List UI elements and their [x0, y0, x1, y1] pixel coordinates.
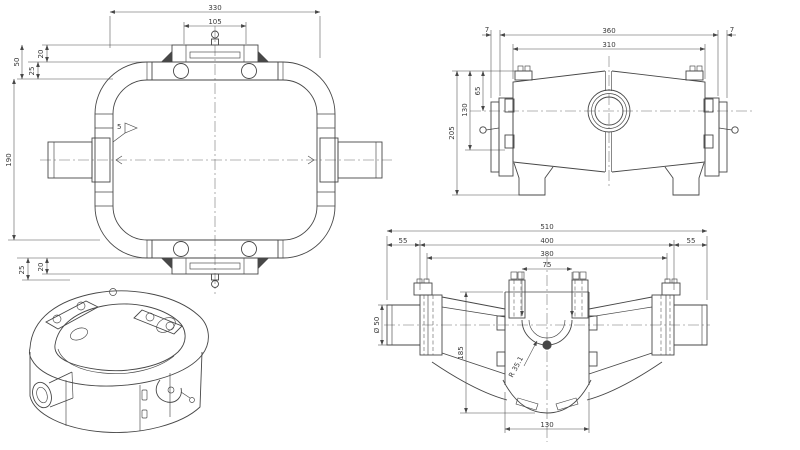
axle-right-shaft — [651, 278, 708, 356]
side-body — [479, 65, 739, 196]
front-dimensions: 330 105 50 20 25 190 20 25 — [5, 4, 321, 281]
axle-left-shaft — [386, 278, 443, 356]
dim-axle-radius-note: R 35.1 — [507, 355, 525, 379]
dim-axle-stud-span: 75 — [543, 261, 552, 269]
grease-fitting-top — [211, 30, 219, 46]
dim-side-flange-left: 7 — [485, 26, 489, 34]
iso-ring — [28, 288, 209, 433]
side-dimensions: 360 310 7 7 205 130 65 — [448, 26, 736, 196]
dim-front-bottom-band: 25 — [18, 266, 26, 275]
dim-front-height: 190 — [5, 153, 13, 166]
grease-fitting-bottom — [211, 273, 219, 288]
front-right-shaft — [307, 137, 383, 183]
dim-front-top-band: 25 — [28, 67, 36, 76]
dim-front-top-total: 50 — [13, 58, 21, 67]
surface-note-label: 5 — [117, 123, 121, 131]
dim-axle-shaft-dia: Ø 50 — [373, 317, 381, 334]
dim-front-top-plate: 20 — [37, 50, 45, 59]
dim-axle-shaft-left: 55 — [399, 237, 408, 245]
front-left-shaft — [47, 137, 123, 183]
axle-view: 510 55 400 55 380 75 130 185 — [373, 223, 710, 442]
dim-axle-shaft-right: 55 — [687, 237, 696, 245]
dim-side-overall-width: 360 — [602, 27, 615, 35]
axle-dimensions: 510 55 400 55 380 75 130 185 — [373, 223, 708, 433]
axle-centerlines — [384, 256, 710, 442]
dim-axle-overall-length: 510 — [540, 223, 553, 231]
iso-clamp — [155, 379, 195, 403]
iso-shaft — [32, 371, 74, 409]
dim-side-tab-offset: 130 — [461, 103, 469, 116]
iso-side-bracket — [133, 309, 183, 335]
iso-top-bracket — [45, 300, 99, 341]
dim-axle-housing-width: 400 — [540, 237, 553, 245]
dim-side-overall-height: 205 — [448, 126, 456, 139]
dim-front-overall-width: 330 — [208, 4, 221, 12]
surface-finish-symbol: 5 — [112, 122, 138, 143]
grease-fitting-right — [718, 126, 739, 134]
front-top-bracket — [151, 30, 279, 81]
dim-axle-flange-span: 380 — [540, 250, 553, 258]
drain-plug — [542, 340, 552, 350]
dim-axle-case-width: 130 — [540, 421, 553, 429]
dim-front-bracket-width: 105 — [208, 18, 221, 26]
front-bottom-bracket — [151, 239, 279, 288]
front-centerlines — [40, 26, 392, 294]
grease-fitting-left — [479, 126, 500, 134]
dim-side-hole-offset: 65 — [474, 87, 482, 96]
front-view: 5 330 105 50 20 25 190 — [5, 4, 392, 294]
dim-side-inner-width: 310 — [602, 41, 615, 49]
axle-arms — [431, 296, 663, 401]
isometric-view — [28, 288, 209, 433]
dim-front-bottom-plate: 20 — [37, 263, 45, 272]
side-centerlines — [470, 56, 752, 188]
dim-side-flange-right: 7 — [730, 26, 734, 34]
dim-axle-case-height: 185 — [457, 346, 465, 359]
side-view: 360 310 7 7 205 130 65 — [448, 26, 752, 196]
